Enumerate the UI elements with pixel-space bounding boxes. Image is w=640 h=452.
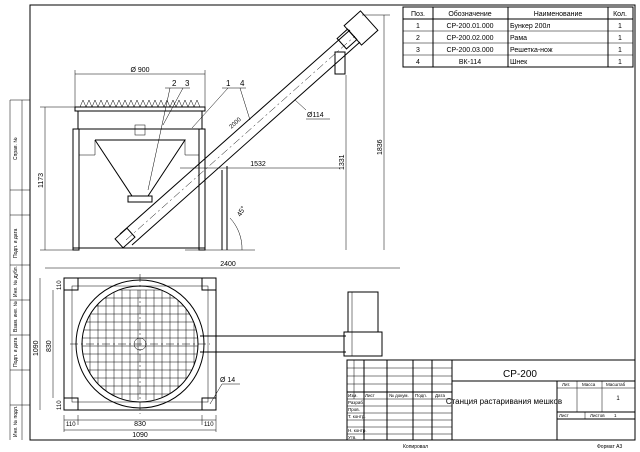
tb-lit-label: Лит. xyxy=(562,382,570,387)
tb-document-code: СР-200 xyxy=(503,369,537,380)
callout-pos-2: 2 xyxy=(172,79,177,88)
spec-row-3-designation: СР-200.03.000 xyxy=(446,47,493,54)
hopper-cone xyxy=(94,139,186,197)
hopper-outlet-flange xyxy=(127,195,153,203)
side-label-dup: Инв. № дубл. xyxy=(13,266,19,297)
spec-row-2-pos: 2 xyxy=(416,35,420,42)
angle-arc xyxy=(229,217,243,251)
spec-header-designation: Обозначение xyxy=(448,10,491,18)
side-label-replace: Взам. инв. № xyxy=(13,301,19,332)
dim-length-1532: 1532 xyxy=(250,161,266,168)
hopper-upper-box xyxy=(77,110,203,130)
spec-row-3-qty: 1 xyxy=(618,47,622,54)
tb-col-doc: № докум. xyxy=(389,393,409,398)
callout-pos-4: 4 xyxy=(240,79,245,88)
dim-diameter-14: Ø 14 xyxy=(220,377,235,384)
auger-motor xyxy=(343,10,379,46)
dim-110-top: 110 xyxy=(57,280,63,290)
tb-col-date: Дата xyxy=(435,393,445,398)
auger-discharge xyxy=(334,51,346,75)
dim-1090-horizontal: 1090 xyxy=(132,432,148,439)
spec-header-name: Наименование xyxy=(534,11,583,18)
auger-tube-bottom xyxy=(131,41,361,246)
spec-table: Поз. Обозначение Наименование Кол. 1 СР-… xyxy=(402,6,634,68)
callout-pos-3: 3 xyxy=(185,79,190,88)
tb-role-developer: Разраб. xyxy=(348,400,364,405)
footer-format: Формат А3 xyxy=(597,444,622,450)
spec-row-2-qty: 1 xyxy=(618,35,622,42)
tb-title: Станция растаривания мешков xyxy=(446,397,562,406)
tb-role-norm-control: Н. контр. xyxy=(348,428,367,433)
side-label-sign-2: Подп. и дата xyxy=(13,337,19,367)
spec-row-1-designation: СР-200.01.000 xyxy=(446,23,493,30)
tb-mass-label: Масса xyxy=(582,382,596,387)
tb-col-change: Изм. xyxy=(348,393,358,398)
dim-length-2000: 2000 xyxy=(229,116,243,130)
side-label-sign-1: Подп. и дата xyxy=(13,228,19,258)
title-block: Изм. Лист № докум. Подп. Дата Разраб. Пр… xyxy=(346,359,636,441)
dim-830-vertical: 830 xyxy=(46,340,53,352)
auger-tube-top xyxy=(119,29,351,235)
tb-sheets-label: Листов xyxy=(590,413,605,418)
spec-row-2-name: Рама xyxy=(510,35,527,42)
spec-header-qty: Кол. xyxy=(613,11,627,18)
side-label-ref: Справ. № xyxy=(13,137,19,160)
tb-sheets-value: 1 xyxy=(614,413,617,418)
spec-row-4-pos: 4 xyxy=(416,59,420,66)
frame-leg-right xyxy=(198,128,206,251)
spec-row-3-pos: 3 xyxy=(416,47,420,54)
spec-row-1-qty: 1 xyxy=(618,23,622,30)
frame-leg-left xyxy=(72,128,80,251)
dim-diameter-114: Ø114 xyxy=(307,112,324,119)
footer-copied: Копировал xyxy=(403,444,428,450)
spec-row-4-designation: ВК-114 xyxy=(459,59,481,66)
spec-row-4-qty: 1 xyxy=(618,59,622,66)
dim-110-bottom: 110 xyxy=(57,400,63,410)
dim-angle-45: 45° xyxy=(235,205,247,218)
spec-row-1-name: Бункер 200л xyxy=(510,23,550,30)
spec-row-2-designation: СР-200.02.000 xyxy=(446,35,493,42)
dim-height-1331: 1331 xyxy=(339,154,346,170)
dim-height-1173: 1173 xyxy=(38,173,45,188)
spec-row-3-name: Решетка-нож xyxy=(510,47,553,54)
callout-pos-1: 1 xyxy=(226,79,231,88)
plan-view: 1090 830 110 110 110 830 110 1090 Ø 14 xyxy=(33,274,383,439)
tb-role-checked: Пров. xyxy=(348,407,360,412)
sheet-frame xyxy=(29,4,636,441)
front-view: Ø 900 1173 1331 1836 1532 2000 Ø114 45° … xyxy=(38,10,400,269)
grate-knife-teeth xyxy=(79,99,201,108)
left-side-strip: Справ. № Подп. и дата Инв. № дубл. Взам.… xyxy=(9,99,30,440)
dim-length-2400: 2400 xyxy=(220,261,236,268)
dim-height-1836: 1836 xyxy=(377,139,384,155)
tb-role-tech-control: Т. контр. xyxy=(348,414,366,419)
dim-830-horizontal: 830 xyxy=(134,421,146,428)
dim-110-left: 110 xyxy=(66,422,76,428)
auger-inlet-end xyxy=(114,227,136,249)
spec-row-1-pos: 1 xyxy=(416,23,420,30)
tb-role-approved: Утв. xyxy=(348,435,357,440)
spec-header-pos: Поз. xyxy=(411,11,425,18)
tb-sheet-label: Лист xyxy=(559,413,569,418)
tb-scale-label: Масштаб xyxy=(606,382,626,387)
dim-1090-vertical: 1090 xyxy=(33,340,40,356)
spec-row-4-name: Шнек xyxy=(510,59,528,66)
plan-motor xyxy=(347,291,379,333)
tb-col-sheet: Лист xyxy=(365,393,375,398)
tb-scale-value: 1 xyxy=(616,396,620,402)
dim-110-right: 110 xyxy=(204,422,214,428)
side-label-original: Инв. № подл. xyxy=(13,406,19,437)
dim-diameter-900: Ø 900 xyxy=(130,67,149,74)
tb-col-sign: Подп. xyxy=(415,393,427,398)
